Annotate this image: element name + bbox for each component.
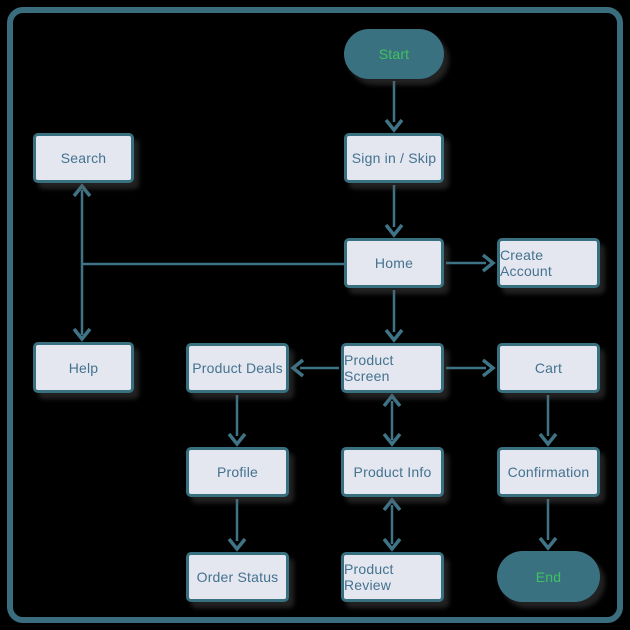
node-profile: Profile (186, 447, 289, 497)
edge-profile-order-status (227, 499, 247, 552)
node-help: Help (33, 342, 134, 393)
node-product-screen: Product Screen (341, 343, 444, 393)
edge-start-signin (384, 81, 404, 133)
node-end: End (497, 551, 600, 602)
node-product-review: Product Review (341, 552, 444, 602)
edge-home-search-help (72, 183, 344, 342)
edge-confirmation-end (538, 499, 558, 551)
node-confirmation: Confirmation (497, 447, 600, 497)
edge-cart-confirmation (538, 395, 558, 447)
edge-home-product-screen (384, 290, 404, 343)
edge-product-deals-profile (227, 395, 247, 447)
edge-product-screen-cart (446, 358, 496, 378)
edge-product-screen-product-info (382, 393, 402, 447)
edge-signin-home (384, 185, 404, 238)
node-home: Home (344, 238, 444, 288)
node-create-account: Create Account (497, 238, 600, 288)
edge-product-info-product-review (382, 497, 402, 552)
edge-product-screen-product-deals (290, 358, 339, 378)
node-cart: Cart (497, 343, 600, 393)
node-product-info: Product Info (341, 447, 444, 497)
node-product-deals: Product Deals (186, 343, 289, 393)
node-start: Start (344, 29, 444, 79)
node-search: Search (33, 133, 134, 183)
edge-home-create-account (446, 253, 496, 273)
node-sign-in-skip: Sign in / Skip (344, 133, 444, 183)
node-order-status: Order Status (186, 552, 289, 602)
